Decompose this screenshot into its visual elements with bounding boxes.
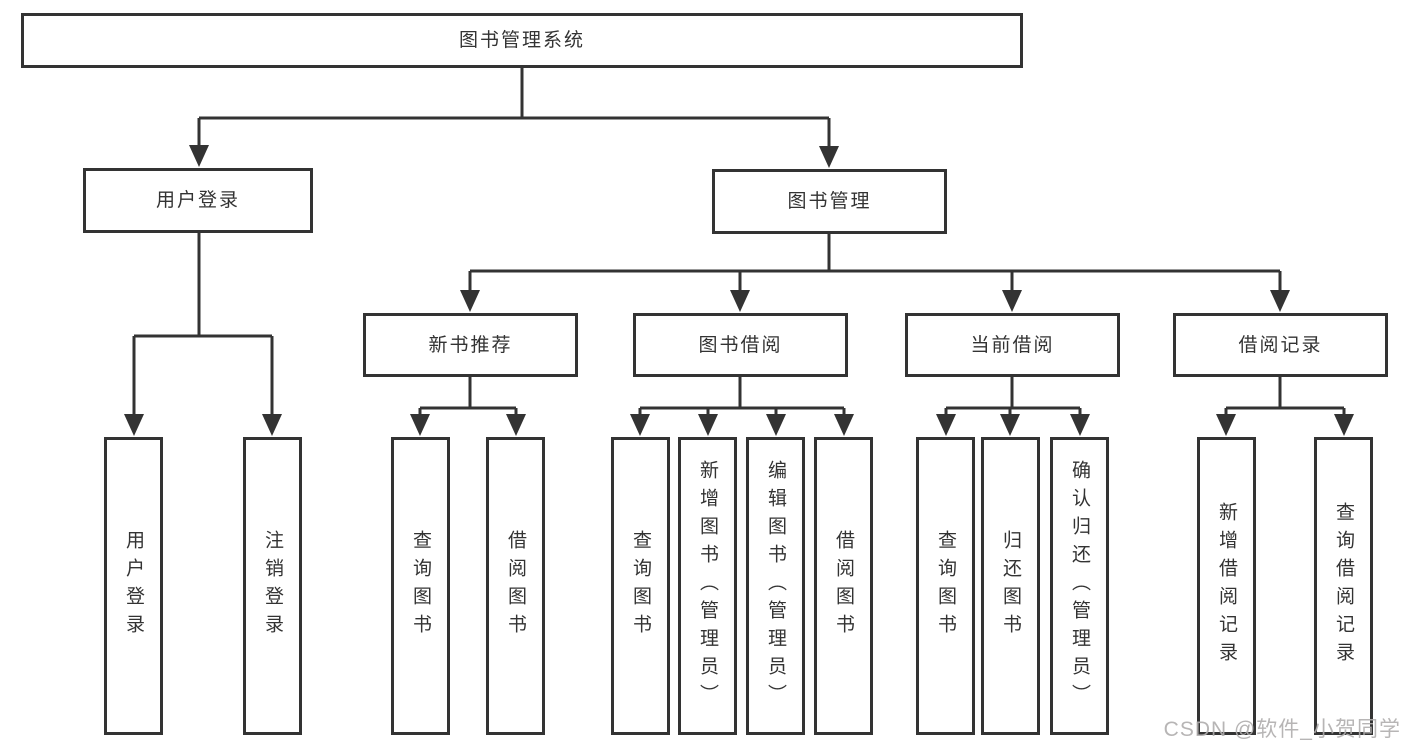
node-label: 查询图书 <box>935 530 956 642</box>
edge-current-borrowing-to-leaves <box>936 377 1090 436</box>
leaf-add-books-admin: 新增图书（管理员） <box>678 437 737 735</box>
leaf-query-borrowing-record: 查询借阅记录 <box>1314 437 1373 735</box>
node-label: 查询图书 <box>630 530 651 642</box>
arrowhead <box>936 414 956 436</box>
arrowhead <box>834 414 854 436</box>
node-book-management-system: 图书管理系统 <box>21 13 1023 68</box>
arrowhead <box>1000 414 1020 436</box>
node-current-borrowing: 当前借阅 <box>905 313 1120 377</box>
csdn-watermark: CSDN @软件_小贺同学 <box>1163 718 1401 741</box>
arrowhead <box>819 146 839 168</box>
arrowhead <box>124 414 144 436</box>
node-label: 图书借阅 <box>698 334 783 356</box>
node-label: 图书管理系统 <box>458 30 585 51</box>
node-label: 确认归还（管理员） <box>1069 460 1090 712</box>
edge-book-borrowing-to-leaves <box>630 377 854 436</box>
leaf-borrow-books-borrowing: 借阅图书 <box>814 437 873 735</box>
leaf-add-borrowing-record: 新增借阅记录 <box>1197 437 1256 735</box>
arrowhead <box>189 145 209 167</box>
arrowhead <box>410 414 430 436</box>
arrowhead <box>766 414 786 436</box>
arrowhead <box>262 414 282 436</box>
arrowhead <box>1002 290 1022 312</box>
node-label: 新增图书（管理员） <box>697 460 718 712</box>
node-label: 借阅记录 <box>1238 334 1323 356</box>
node-label: 注销登录 <box>262 530 283 642</box>
arrowhead <box>1270 290 1290 312</box>
leaf-confirm-return-admin: 确认归还（管理员） <box>1050 437 1109 735</box>
arrowhead <box>698 414 718 436</box>
leaf-logout: 注销登录 <box>243 437 302 735</box>
leaf-borrow-books-recommend: 借阅图书 <box>486 437 545 735</box>
node-label: 用户登录 <box>155 190 240 211</box>
edge-root-to-level1 <box>189 68 839 168</box>
node-user-login: 用户登录 <box>83 168 313 233</box>
leaf-query-books-recommend: 查询图书 <box>391 437 450 735</box>
edge-borrowing-records-to-leaves <box>1216 377 1354 436</box>
node-label: 用户登录 <box>123 530 144 642</box>
leaf-user-login: 用户登录 <box>104 437 163 735</box>
node-label: 当前借阅 <box>970 334 1055 356</box>
node-label: 编辑图书（管理员） <box>765 460 786 712</box>
node-label: 查询借阅记录 <box>1333 502 1354 670</box>
arrowhead <box>1070 414 1090 436</box>
leaf-query-books-borrowing: 查询图书 <box>611 437 670 735</box>
node-borrowing-records: 借阅记录 <box>1173 313 1388 377</box>
arrowhead <box>730 290 750 312</box>
edge-book-management-to-level2 <box>460 234 1290 312</box>
leaf-return-books: 归还图书 <box>981 437 1040 735</box>
node-label: 借阅图书 <box>833 530 854 642</box>
node-label: 借阅图书 <box>505 530 526 642</box>
arrowhead <box>630 414 650 436</box>
edge-new-book-rec-to-leaves <box>410 377 526 436</box>
leaf-query-books-current: 查询图书 <box>916 437 975 735</box>
node-label: 归还图书 <box>1000 530 1021 642</box>
arrowhead <box>460 290 480 312</box>
arrowhead <box>1216 414 1236 436</box>
arrowhead <box>506 414 526 436</box>
arrowhead <box>1334 414 1354 436</box>
node-label: 新增借阅记录 <box>1216 502 1237 670</box>
node-label: 图书管理 <box>787 191 872 212</box>
node-label: 查询图书 <box>410 530 431 642</box>
leaf-edit-books-admin: 编辑图书（管理员） <box>746 437 805 735</box>
node-label: 新书推荐 <box>428 334 513 356</box>
node-book-management: 图书管理 <box>712 169 947 234</box>
node-new-book-recommendation: 新书推荐 <box>363 313 578 377</box>
node-book-borrowing: 图书借阅 <box>633 313 848 377</box>
edge-user-login-to-leaves <box>124 233 282 436</box>
